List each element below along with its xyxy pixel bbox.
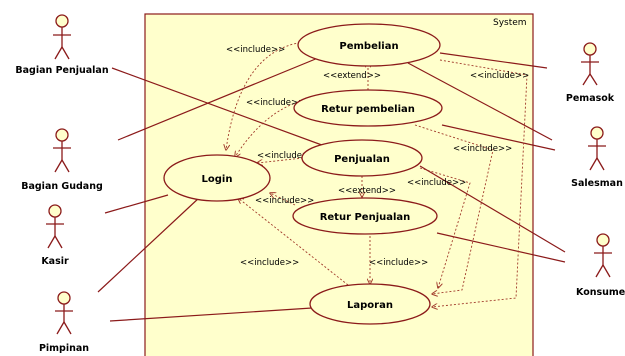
include-label: <<include>> (257, 151, 316, 161)
assoc-pimpinan-login (97, 196, 201, 293)
assoc-pimpinan-laporan (109, 307, 313, 322)
include-penjualan-laporan (419, 167, 471, 288)
use-case-label: Login (202, 174, 233, 185)
use-case-label: Retur pembelian (321, 104, 415, 115)
assoc-konsumen-penjualan (419, 165, 566, 253)
use-case-login[interactable]: Login (163, 154, 271, 202)
associations (97, 52, 566, 322)
include-label: <<include>> (246, 98, 305, 108)
assoc-salesman-pembelian (407, 62, 553, 141)
include-label: <<include>> (226, 45, 285, 55)
actor-label: Pimpinan (39, 343, 89, 354)
use-case-retur-pembelian[interactable]: Retur pembelian (293, 89, 443, 127)
assoc-konsumen-retur-penjualan (436, 232, 566, 263)
assoc-kasir-login (104, 194, 169, 214)
actor-label: Bagian Penjualan (15, 65, 108, 76)
assoc-bagian-gudang-pembelian (117, 57, 319, 141)
actor-label: Bagian Gudang (21, 181, 103, 192)
include-label: <<include>> (453, 144, 512, 154)
include-retur-penjualan-login (270, 193, 296, 206)
include-label: <<include>> (407, 178, 466, 188)
relation-labels: <<include>> <<include>> <<extend>> <<inc… (226, 45, 529, 268)
use-case-pembelian[interactable]: Pembelian (297, 23, 441, 67)
assoc-pemasok-pembelian (439, 52, 548, 69)
actor-label: Kasir (41, 256, 69, 267)
actor-bagian-penjualan[interactable]: Bagian Penjualan (15, 14, 109, 76)
actor-label: Pemasok (566, 93, 615, 104)
actor-pemasok[interactable]: Pemasok (566, 42, 615, 104)
actor-label: Konsumen (576, 287, 625, 298)
assoc-bagian-penjualan-penjualan (111, 67, 331, 149)
include-label: <<include>> (369, 258, 428, 268)
use-case-label: Laporan (347, 300, 393, 311)
assoc-salesman-retur-pembelian (441, 124, 556, 151)
include-label: <<include>> (255, 196, 314, 206)
include-pembelian-login (226, 41, 305, 150)
use-case-label: Retur Penjualan (320, 212, 411, 223)
extend-label: <<extend>> (323, 71, 381, 81)
extend-label: <<extend>> (338, 186, 396, 196)
actor-bagian-gudang[interactable]: Bagian Gudang (21, 128, 103, 192)
actor-pimpinan[interactable]: Pimpinan (39, 291, 89, 354)
include-retur-pembelian-laporan (414, 124, 494, 294)
use-case-label: Penjualan (334, 154, 390, 165)
system-label: System (493, 18, 527, 28)
include-laporan-login (238, 198, 349, 286)
include-label: <<include>> (240, 258, 299, 268)
actor-kasir[interactable]: Kasir (41, 204, 69, 267)
use-case-penjualan[interactable]: Penjualan (301, 139, 423, 177)
use-case-laporan[interactable]: Laporan (309, 283, 431, 325)
actor-label: Salesman (571, 178, 623, 189)
include-label: <<include>> (470, 71, 529, 81)
actor-konsumen[interactable]: Konsumen (576, 233, 625, 298)
use-case-label: Pembelian (339, 41, 398, 52)
include-pembelian-laporan (432, 59, 528, 307)
use-case-retur-penjualan[interactable]: Retur Penjualan (292, 197, 438, 235)
actor-salesman[interactable]: Salesman (571, 126, 623, 189)
